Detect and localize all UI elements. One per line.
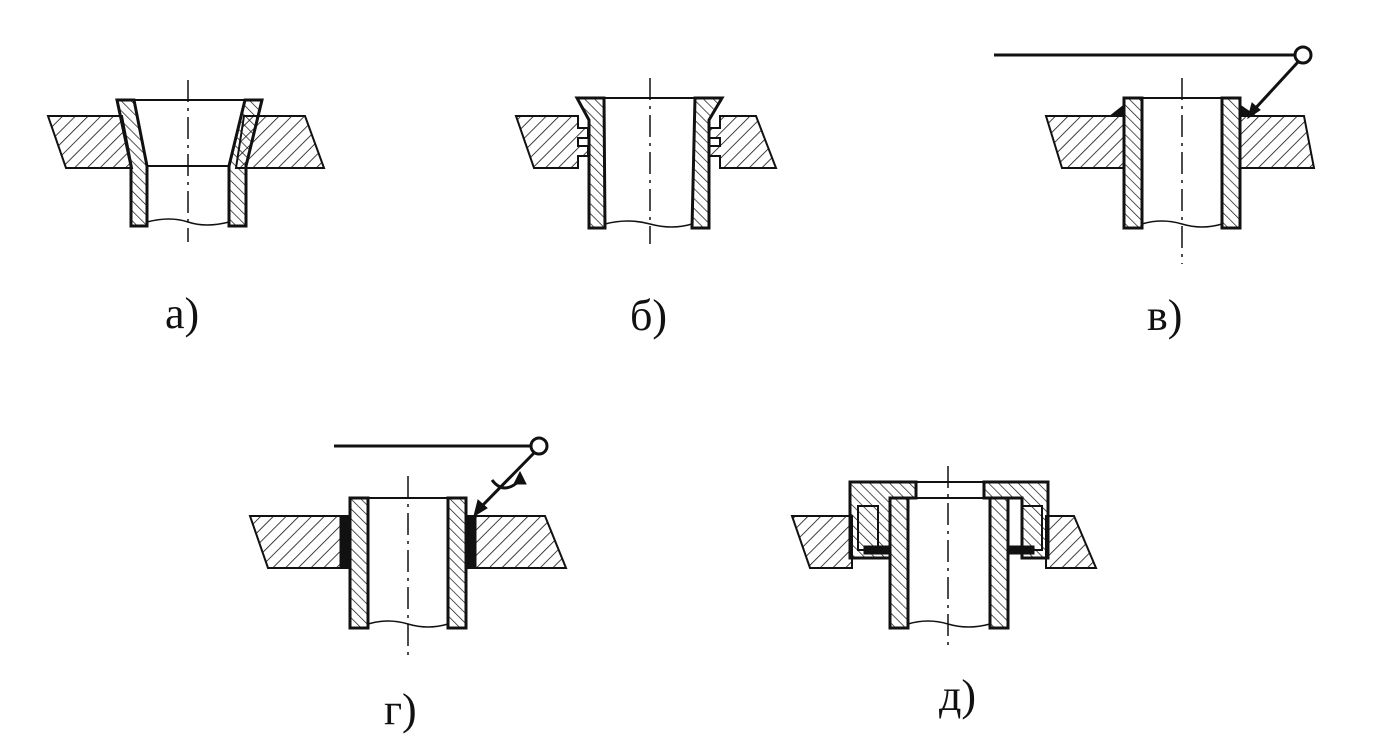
plate-d-left <box>790 515 853 569</box>
tube-wall-g-right <box>446 496 468 630</box>
weld-d-left <box>863 545 891 555</box>
electrode-tip-v <box>1247 102 1261 120</box>
diagram-b <box>514 78 778 244</box>
caption-b: б) <box>630 291 668 340</box>
caption-g: г) <box>384 685 417 734</box>
electrode-v <box>1250 60 1300 114</box>
plate-v-right <box>1239 115 1316 169</box>
weld-v-left <box>1108 103 1125 117</box>
tube-wall-d-right <box>988 496 1010 630</box>
plate-g-left <box>248 515 351 569</box>
break-line-d <box>907 620 991 628</box>
electrode-g <box>476 451 536 512</box>
tube-wall-g-left <box>348 496 370 630</box>
plate-b-left <box>514 115 589 169</box>
tube-wall-b-left <box>574 96 607 230</box>
electrode-tip-g <box>473 499 488 518</box>
diagram-d <box>790 466 1098 650</box>
weld-g-right <box>465 515 477 569</box>
diagram-a <box>46 80 326 242</box>
caption-d: д) <box>939 671 977 720</box>
caption-a: а) <box>165 289 200 338</box>
break-line-v <box>1141 220 1223 228</box>
caption-v: в) <box>1147 291 1183 340</box>
tube-wall-d-left <box>888 496 910 630</box>
plate-d-right <box>1045 515 1098 569</box>
diagram-v <box>994 45 1316 264</box>
plate-v-left <box>1044 115 1125 169</box>
weld-d-right <box>1007 545 1035 555</box>
diagram-g <box>248 436 568 660</box>
plate-a-left <box>46 115 134 169</box>
tube-wall-v-right <box>1220 96 1242 230</box>
electrode-pivot-g <box>529 436 549 456</box>
weld-g-left <box>339 515 351 569</box>
plate-g-right <box>465 515 568 569</box>
electrode-pivot-v <box>1293 45 1313 65</box>
break-line-b <box>604 220 693 228</box>
rotation-arrowhead-g <box>513 470 527 485</box>
tube-wall-v-left <box>1122 96 1144 230</box>
plate-b-right <box>708 115 778 169</box>
tube-wall-b-right <box>690 96 725 230</box>
